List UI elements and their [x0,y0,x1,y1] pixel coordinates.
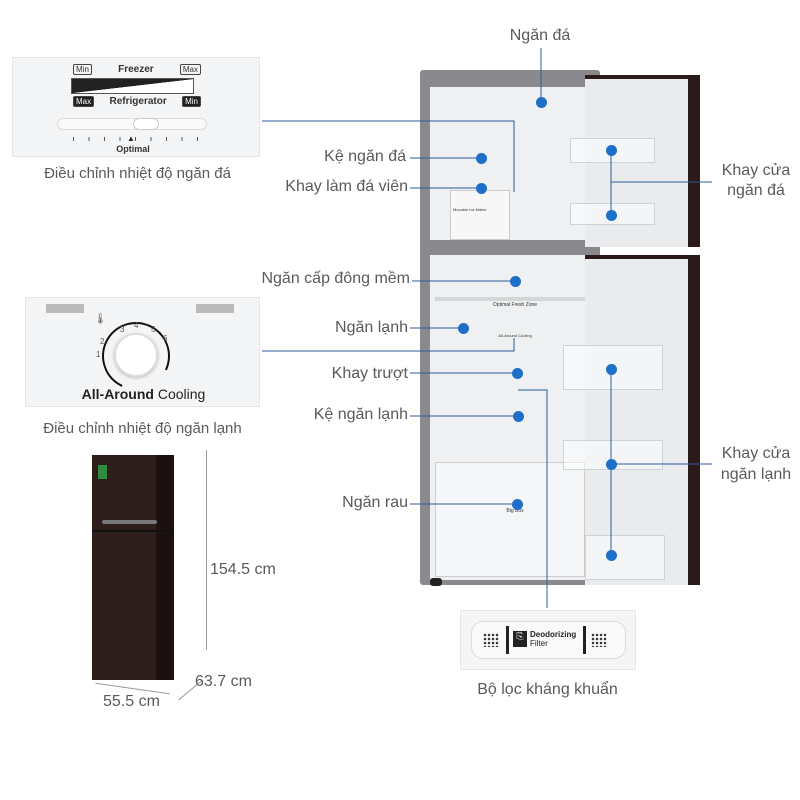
label-freezer-door-tray-2: ngăn đá [727,182,785,199]
dial-number: 2 [100,337,105,346]
callout-dot [458,323,469,334]
big-box-label: Big Box [506,508,524,514]
slider-ticks [73,137,198,141]
dial-number: 3 [120,325,125,334]
callout-dot [606,210,617,221]
callout-dot [536,97,547,108]
freezer-control-panel: Min Freezer Max Max Refrigerator Min ▲ O… [12,57,260,157]
panel-title-bold: All-Around [81,386,154,402]
filter-panel: ⎘ Deodorizing Filter [460,610,636,670]
dial-number: 6 [163,334,168,343]
label-ice-tray: Khay làm đá viên [285,178,408,195]
dial-number: 4 [134,321,139,330]
min-tag: Min [182,96,201,107]
label-fridge: Ngăn lạnh [335,319,408,336]
callout-dot [606,550,617,561]
filter-icon: ⎘ [513,631,527,647]
callout-dot [512,499,523,510]
fresh-zone-label: Optimal Fresh Zone [492,302,538,308]
callout-dot [512,368,523,379]
ice-maker-label: Movable Ice Maker [453,207,487,212]
callout-dot [510,276,521,287]
freezer-label: Freezer [118,64,154,75]
label-freezer-door-tray-1: Khay cửa [721,162,791,179]
filter-label-2: Filter [530,639,548,648]
cooling-label: All-Around Cooling [498,333,532,338]
width-dimension: 55.5 cm [103,693,160,710]
label-fridge-shelf: Kệ ngăn lạnh [313,406,408,423]
temperature-dial[interactable] [114,333,158,377]
filter-label-1: Deodorizing [530,630,577,639]
optimal-marker-icon: ▲ [127,134,135,143]
fridge-control-caption: Điều chỉnh nhiệt độ ngăn lạnh [43,420,242,437]
temperature-wedge [71,78,194,94]
callout-dot [606,459,617,470]
label-soft-freeze: Ngăn cấp đông mềm [261,270,410,287]
max-tag: Max [179,64,201,75]
label-veg-drawer: Ngăn rau [342,494,408,511]
max-tag: Max [73,96,95,107]
callout-dot [476,183,487,194]
callout-dot [513,411,524,422]
optimal-label: Optimal [116,144,150,154]
refrigerator-label: Refrigerator [109,96,167,107]
panel-title: Cooling [157,386,206,402]
callout-dot [476,153,487,164]
temperature-slider[interactable] [57,118,207,130]
label-freezer-shelf: Kệ ngăn đá [324,148,406,165]
thermometer-icon: 🌡 [94,314,107,325]
dial-number: 5 [151,325,156,334]
fridge-closed-image [92,455,174,680]
callout-dot [606,145,617,156]
height-dimension: 154.5 cm [210,561,276,578]
dial-number: 1 [96,350,101,359]
callout-dot [606,364,617,375]
fridge-control-panel: 🌡 1 2 3 4 5 6 All-Around Cooling [25,297,260,407]
min-tag: Min [73,64,92,75]
label-filter: Bộ lọc kháng khuẩn [477,681,618,698]
freezer-control-caption: Điều chỉnh nhiệt độ ngăn đá [44,165,231,182]
label-fridge-door-tray-2: ngăn lạnh [720,466,792,483]
label-freezer: Ngăn đá [509,27,571,44]
depth-dimension: 63.7 cm [195,673,252,690]
label-slide-tray: Khay trượt [331,365,408,382]
slider-thumb[interactable] [133,118,159,130]
label-fridge-door-tray-1: Khay cửa [721,445,791,462]
